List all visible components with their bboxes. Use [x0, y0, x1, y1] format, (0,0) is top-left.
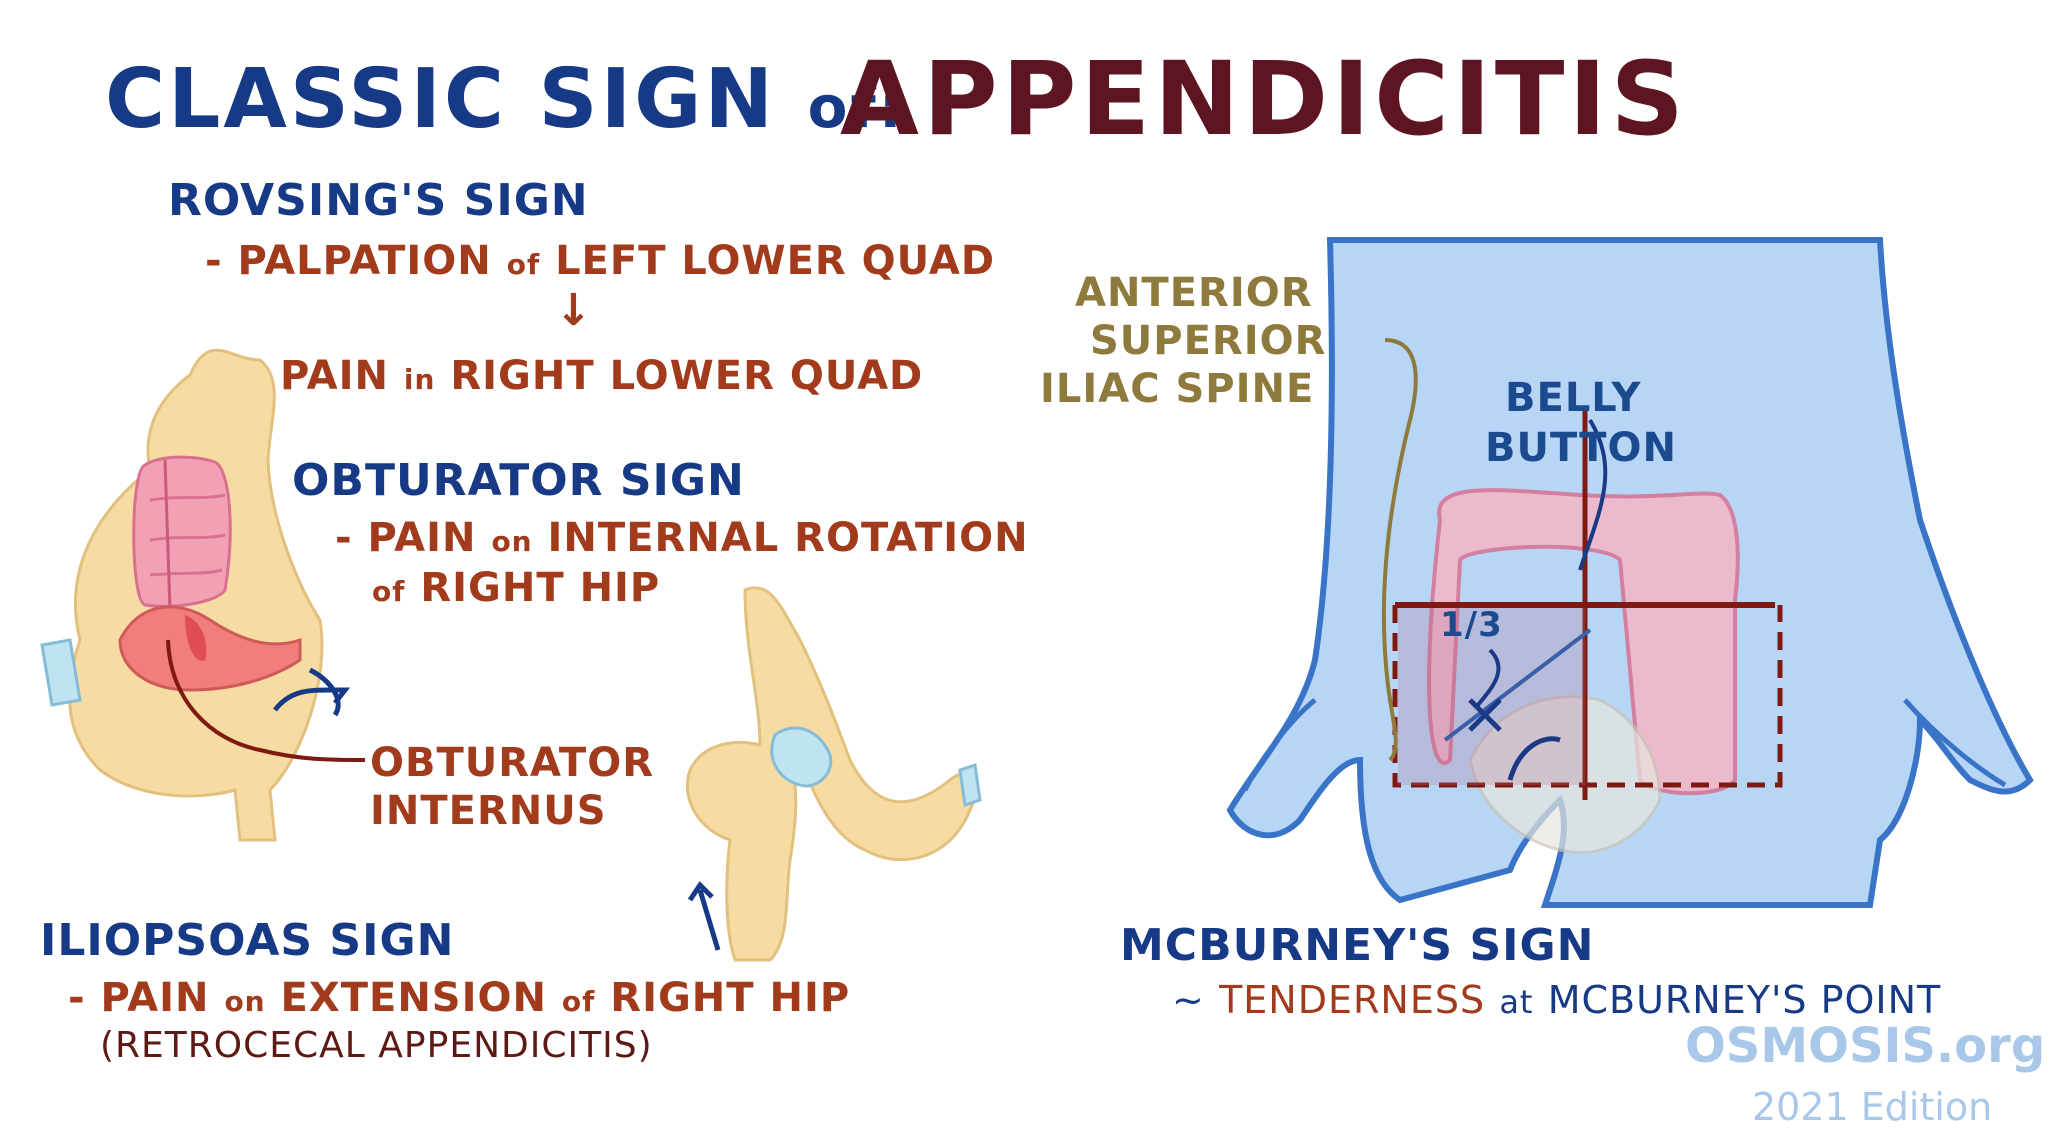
asis-label-3: ILIAC SPINE: [1040, 366, 1315, 412]
obturator-heading: OBTURATOR SIGN: [292, 455, 745, 506]
asis-label-2: SUPERIOR: [1090, 318, 1327, 364]
one-third-label: 1/3: [1440, 605, 1503, 645]
page-title-prefix: CLASSIC SIGN of:: [105, 52, 905, 147]
edition-label: 2021 Edition: [1752, 1085, 1993, 1129]
obturator-line-2: of RIGHT HIP: [372, 565, 661, 611]
pelvis-colon-illustration: [40, 348, 366, 842]
torso-illustration: [1226, 237, 2034, 908]
iliopsoas-line-1: - PAIN on EXTENSION of RIGHT HIP: [68, 975, 851, 1021]
obturator-internus-label-2: INTERNUS: [370, 788, 607, 834]
belly-button-label-1: BELLY: [1505, 375, 1642, 421]
rovsing-line-1: - PALPATION of LEFT LOWER QUAD: [205, 238, 996, 284]
osmosis-logo: OSMOSIS.org: [1685, 1018, 2046, 1074]
belly-button-label-2: BUTTON: [1485, 425, 1677, 471]
hip-bone-illustration: [685, 586, 982, 962]
title-connector: of:: [807, 73, 905, 141]
mcburney-heading: MCBURNEY'S SIGN: [1120, 920, 1595, 971]
iliopsoas-line-2: (RETROCECAL APPENDICITIS): [100, 1025, 653, 1066]
asis-label-1: ANTERIOR: [1075, 270, 1313, 316]
rovsing-arrow: ↓: [555, 285, 593, 336]
rovsing-line-2: PAIN in RIGHT LOWER QUAD: [280, 353, 924, 399]
page-title: APPENDICITIS: [840, 40, 1688, 159]
rovsing-heading: ROVSING'S SIGN: [168, 175, 589, 226]
iliopsoas-heading: ILIOPSOAS SIGN: [40, 915, 455, 966]
mcburney-line: ~ TENDERNESS at MCBURNEY'S POINT: [1172, 978, 1942, 1022]
obturator-internus-label-1: OBTURATOR: [370, 740, 654, 786]
obturator-line-1: - PAIN on INTERNAL ROTATION: [335, 515, 1029, 561]
